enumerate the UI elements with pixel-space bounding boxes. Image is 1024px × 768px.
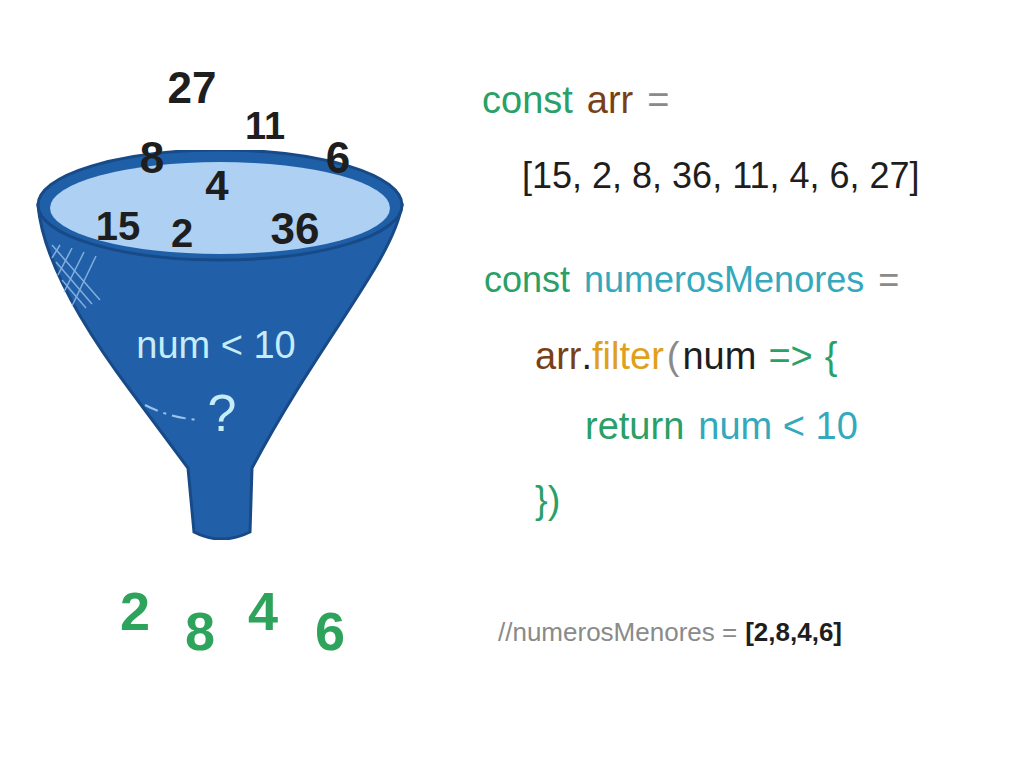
code-token: = bbox=[647, 80, 669, 122]
number: 4 bbox=[248, 582, 278, 641]
code-token: numerosMenores bbox=[584, 260, 864, 300]
code-token: //numerosMenores = bbox=[498, 618, 737, 647]
number: 11 bbox=[245, 106, 285, 148]
code-token: => bbox=[768, 336, 812, 378]
code-token: = bbox=[878, 260, 899, 300]
code-token: const bbox=[484, 260, 570, 300]
code-token: { bbox=[825, 336, 838, 378]
filter-condition: num < 10 bbox=[136, 325, 296, 367]
number: 6 bbox=[315, 602, 345, 661]
code-token: ( bbox=[667, 336, 680, 378]
code-token: arr bbox=[587, 80, 633, 122]
number: 36 bbox=[271, 205, 320, 253]
code-token: const bbox=[482, 80, 573, 122]
code-token: return bbox=[585, 406, 684, 448]
number: 8 bbox=[140, 134, 164, 182]
code-token: num bbox=[682, 336, 756, 378]
number: 8 bbox=[185, 602, 215, 661]
code-token: }) bbox=[535, 480, 560, 522]
code-token: arr bbox=[535, 336, 581, 378]
code-token: . bbox=[581, 336, 592, 378]
code-token: filter bbox=[592, 336, 664, 378]
number: 27 bbox=[168, 64, 217, 112]
code-token: [2,8,4,6] bbox=[745, 618, 842, 647]
code-token: [15, 2, 8, 36, 11, 4, 6, 27] bbox=[522, 156, 920, 196]
number: 2 bbox=[171, 211, 193, 255]
number: 4 bbox=[205, 163, 228, 209]
number: 6 bbox=[326, 134, 350, 182]
code-token: num < 10 bbox=[698, 406, 858, 448]
number: 2 bbox=[120, 582, 150, 641]
number: 15 bbox=[96, 204, 141, 248]
question-mark: ? bbox=[208, 385, 237, 442]
